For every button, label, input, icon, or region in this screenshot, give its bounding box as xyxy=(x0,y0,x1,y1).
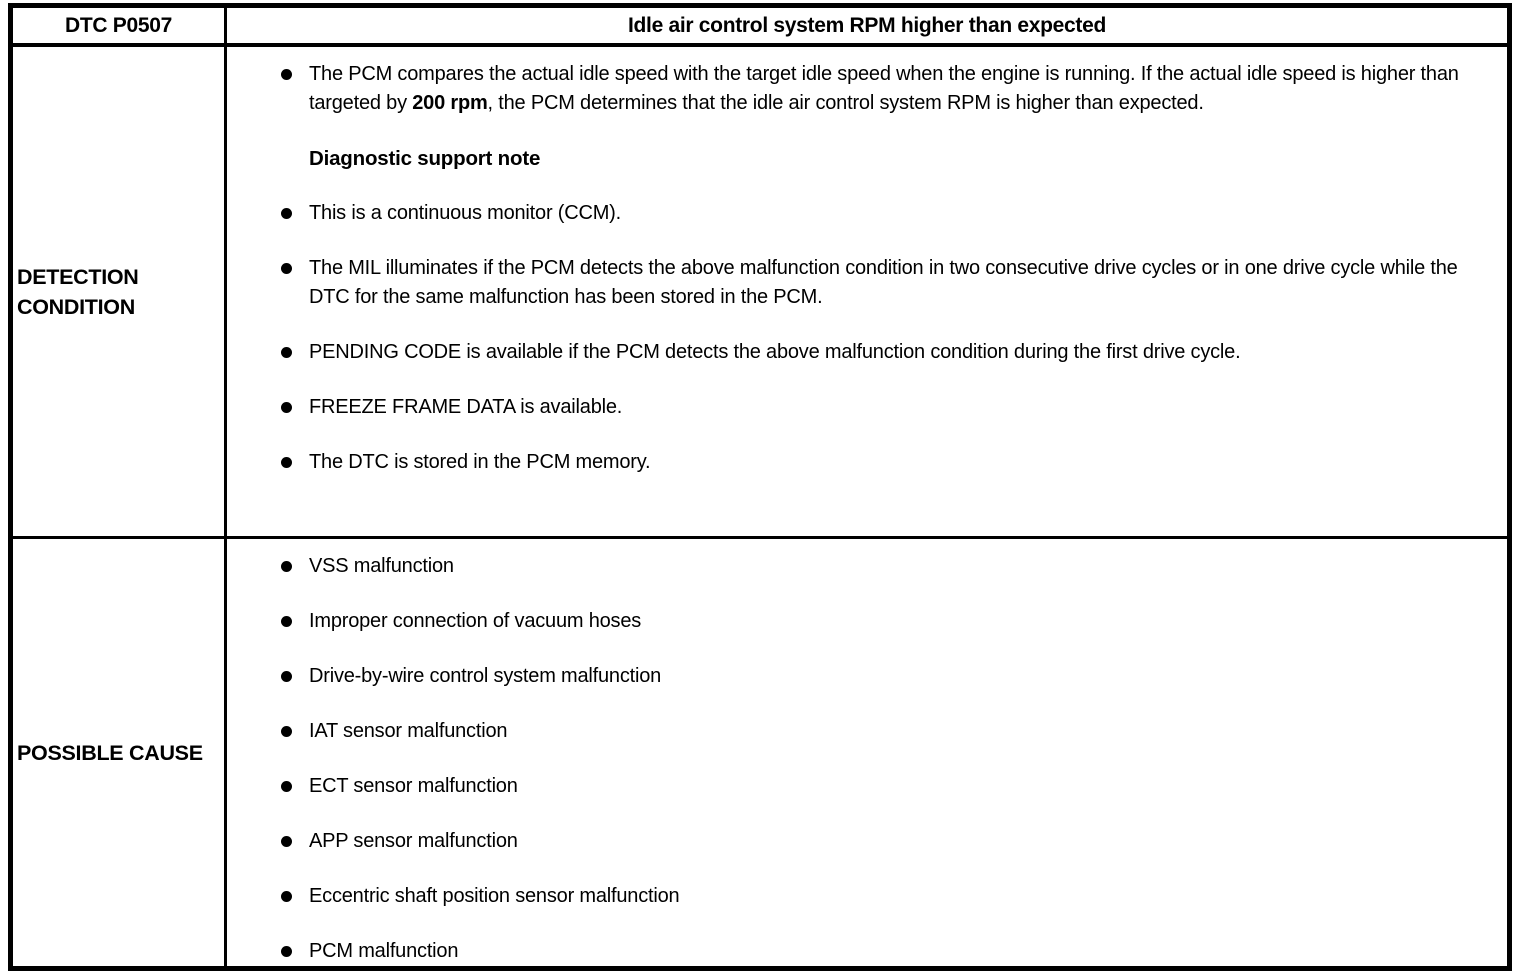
bullet-text: ECT sensor malfunction xyxy=(309,775,518,797)
bullet-list-item: VSS malfunction xyxy=(281,552,1463,581)
bullet-text: VSS malfunction xyxy=(309,555,454,577)
bullet-text: This is a continuous monitor (CCM). xyxy=(309,202,621,224)
dtc-title: Idle air control system RPM higher than … xyxy=(627,13,1107,37)
bullet-text: FREEZE FRAME DATA is available. xyxy=(309,396,623,418)
bullet-list-item: FREEZE FRAME DATA is available. xyxy=(281,393,1463,422)
bullet-text: PCM malfunction xyxy=(309,940,459,962)
bullet-text: PENDING CODE is available if the PCM det… xyxy=(309,341,1241,363)
bullet-text: The DTC is stored in the PCM memory. xyxy=(309,451,651,473)
bullet-icon xyxy=(281,263,292,274)
bullet-icon xyxy=(281,208,292,219)
bullet-icon xyxy=(281,347,292,358)
bullet-icon xyxy=(281,671,292,682)
bullet-icon xyxy=(281,726,292,737)
bullet-text: APP sensor malfunction xyxy=(309,830,518,852)
possible-cause-label-cell: POSSIBLE CAUSE xyxy=(13,539,227,966)
bullet-icon xyxy=(281,781,292,792)
bullet-list-item: The MIL illuminates if the PCM detects t… xyxy=(281,254,1463,312)
bullet-icon xyxy=(281,457,292,468)
bullet-icon xyxy=(281,616,292,627)
bullet-list-item: Drive-by-wire control system malfunction xyxy=(281,662,1463,691)
bullet-text: Drive-by-wire control system malfunction xyxy=(309,665,662,687)
detection-condition-label-cell: DETECTION CONDITION xyxy=(13,47,227,539)
support-note-heading: Diagnostic support note xyxy=(309,147,541,170)
bullet-text: The MIL illuminates if the PCM detects t… xyxy=(309,257,1458,308)
bullet-icon xyxy=(281,69,292,80)
bullet-list-item: ECT sensor malfunction xyxy=(281,772,1463,801)
bullet-list-item: APP sensor malfunction xyxy=(281,827,1463,856)
bullet-icon xyxy=(281,891,292,902)
bullet-list-item: PENDING CODE is available if the PCM det… xyxy=(281,338,1463,367)
bullet-list-item: Eccentric shaft position sensor malfunct… xyxy=(281,882,1463,911)
bullet-icon xyxy=(281,836,292,847)
bullet-list-item: This is a continuous monitor (CCM). xyxy=(281,199,1463,228)
dtc-table: DTC P0507 Idle air control system RPM hi… xyxy=(8,3,1512,971)
bullet-text: The PCM compares the actual idle speed w… xyxy=(309,63,1459,114)
detection-condition-content: The PCM compares the actual idle speed w… xyxy=(227,47,1507,539)
bullet-list-item: The PCM compares the actual idle speed w… xyxy=(281,60,1463,118)
dtc-code: DTC P0507 xyxy=(64,13,173,37)
dtc-title-cell: Idle air control system RPM higher than … xyxy=(227,8,1507,47)
dtc-code-cell: DTC P0507 xyxy=(13,8,227,47)
bullet-text: Eccentric shaft position sensor malfunct… xyxy=(309,885,680,907)
bullet-list-item: Improper connection of vacuum hoses xyxy=(281,607,1463,636)
detection-condition-label: DETECTION CONDITION xyxy=(17,264,139,319)
bullet-list-item: IAT sensor malfunction xyxy=(281,717,1463,746)
bullet-list-item: PCM malfunction xyxy=(281,937,1463,966)
bullet-icon xyxy=(281,946,292,957)
bullet-icon xyxy=(281,561,292,572)
bullet-list-item: The DTC is stored in the PCM memory. xyxy=(281,448,1463,477)
bullet-icon xyxy=(281,402,292,413)
bullet-text: IAT sensor malfunction xyxy=(309,720,508,742)
possible-cause-label: POSSIBLE CAUSE xyxy=(17,740,203,765)
bullet-text: Improper connection of vacuum hoses xyxy=(309,610,642,632)
